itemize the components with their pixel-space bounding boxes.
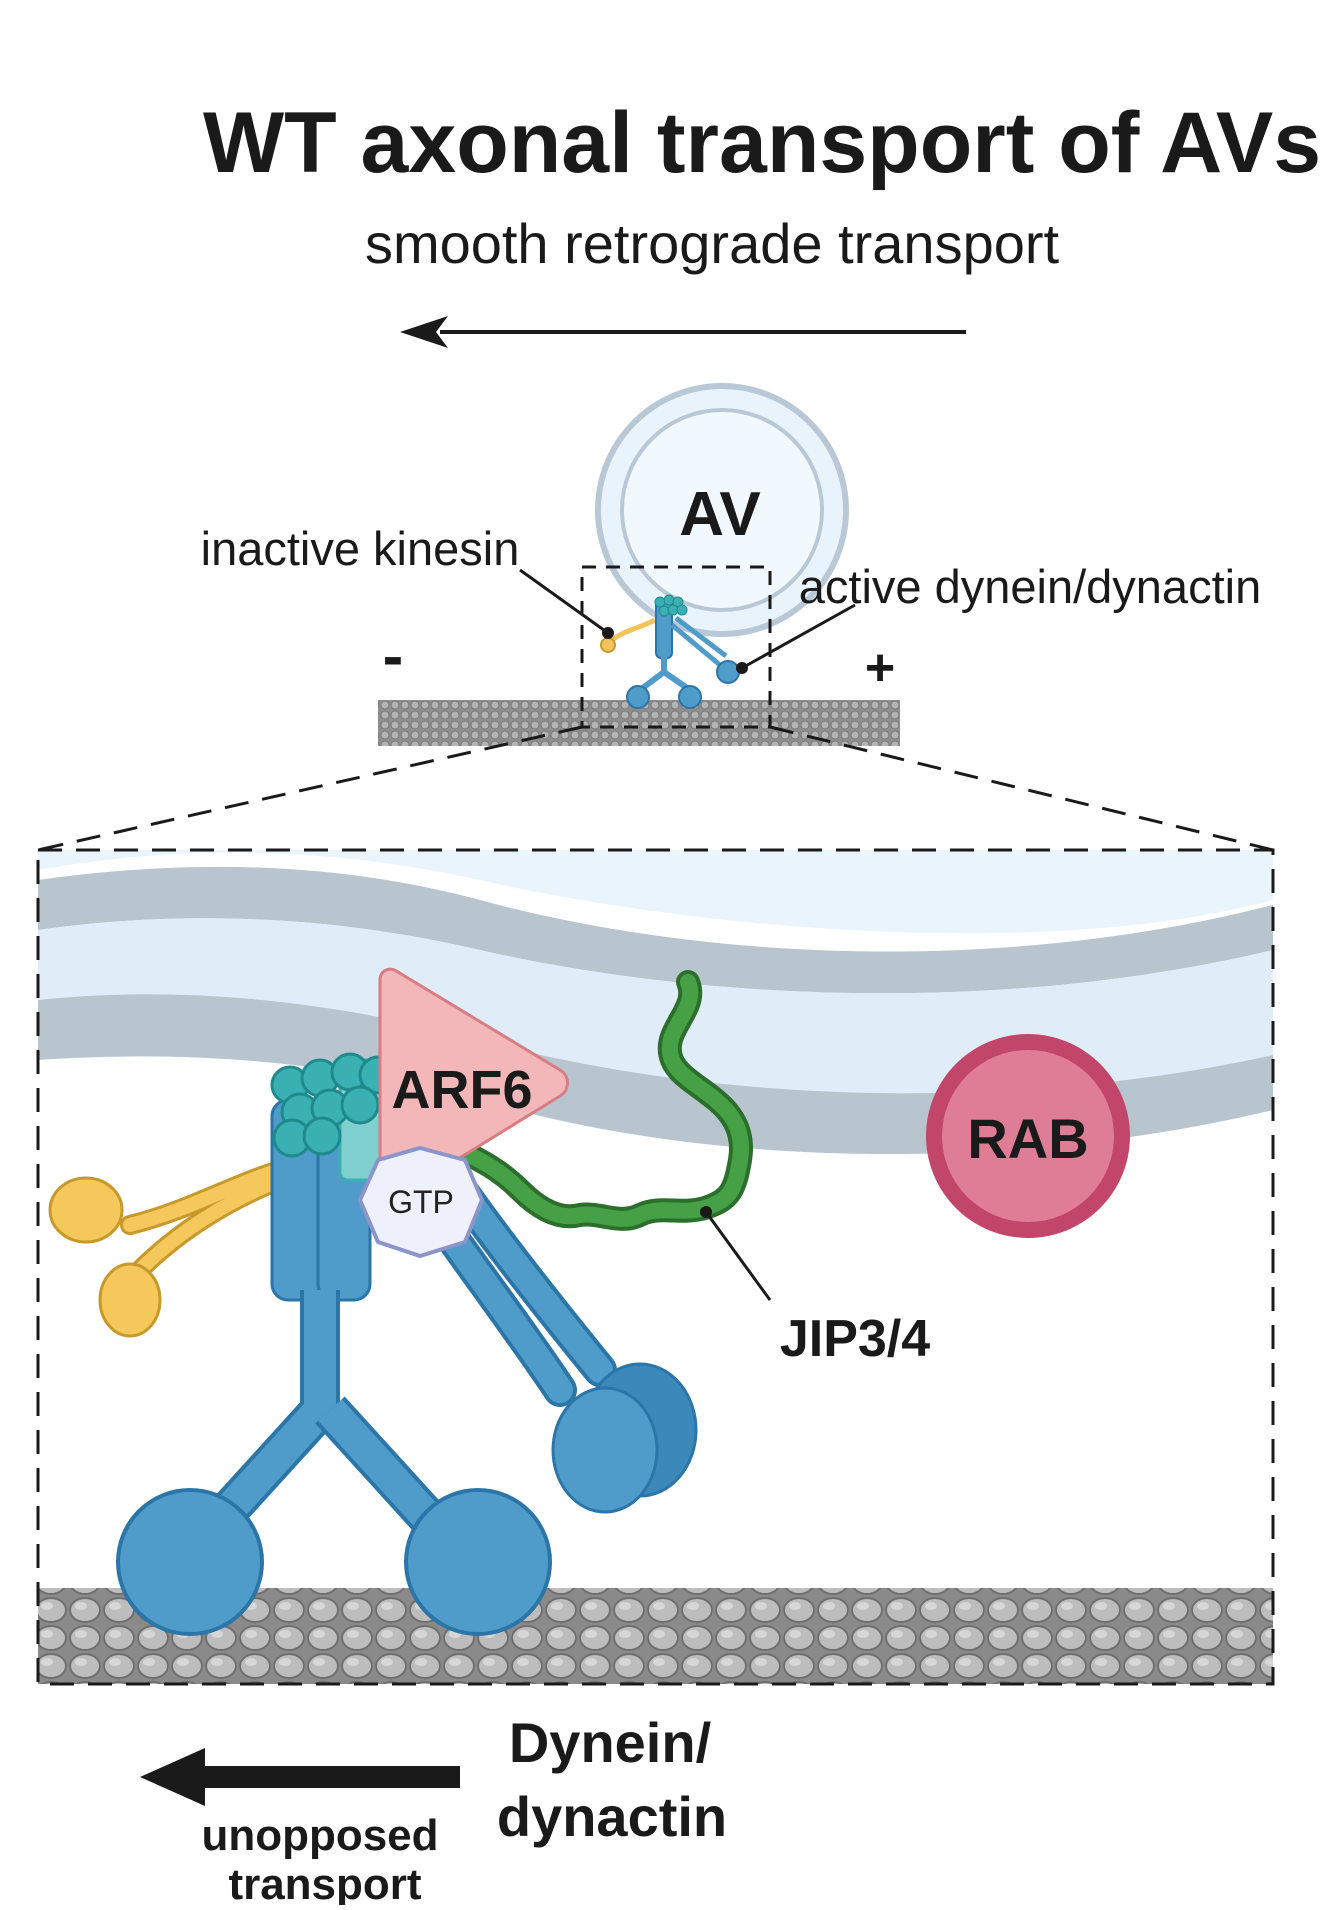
transport-label-1: unopposed: [201, 1811, 438, 1860]
dynactin-complex: [270, 1052, 398, 1182]
av-label: AV: [679, 480, 761, 549]
gtp-molecule: GTP: [357, 1145, 485, 1259]
minus-end-label: -: [383, 622, 404, 691]
gtp-label: GTP: [388, 1184, 454, 1220]
dynein-stalk: [116, 1098, 552, 1636]
zoom-box-small: [580, 565, 772, 729]
rab-protein: RAB: [926, 1034, 1130, 1238]
dynein-label-1: Dynein/: [509, 1711, 712, 1774]
kinesin-motor: [48, 1160, 290, 1338]
kinesin-leader: [519, 568, 609, 635]
retrograde-arrow: [400, 316, 966, 348]
inactive-kinesin-label: inactive kinesin: [201, 522, 520, 575]
rab-label: RAB: [967, 1107, 1088, 1170]
av-vesicle: AV: [595, 383, 849, 637]
zoom-box-large: [36, 848, 1275, 1686]
diagram-title: WT axonal transport of AVs: [203, 95, 1321, 191]
transport-label-2: transport: [228, 1860, 421, 1905]
membrane-outer: [38, 866, 1273, 994]
motor-complex-small: [600, 594, 740, 709]
zoom-line-right: [769, 725, 1274, 852]
jip-leader: [704, 1211, 772, 1301]
dynein-label-2: dynactin: [497, 1785, 727, 1848]
zoom-line-left: [37, 725, 583, 852]
jip-label: JIP3/4: [780, 1310, 930, 1368]
plus-end-label: +: [865, 639, 895, 697]
dynein-leader: [741, 603, 856, 670]
arf6-protein: ARF6: [378, 967, 569, 1201]
arf6-label: ARF6: [391, 1060, 532, 1120]
jip-adaptor: [448, 970, 753, 1231]
transport-arrow: [140, 1748, 460, 1806]
diagram-subtitle: smooth retrograde transport: [365, 212, 1060, 275]
active-dynein-label: active dynein/dynactin: [799, 560, 1261, 613]
